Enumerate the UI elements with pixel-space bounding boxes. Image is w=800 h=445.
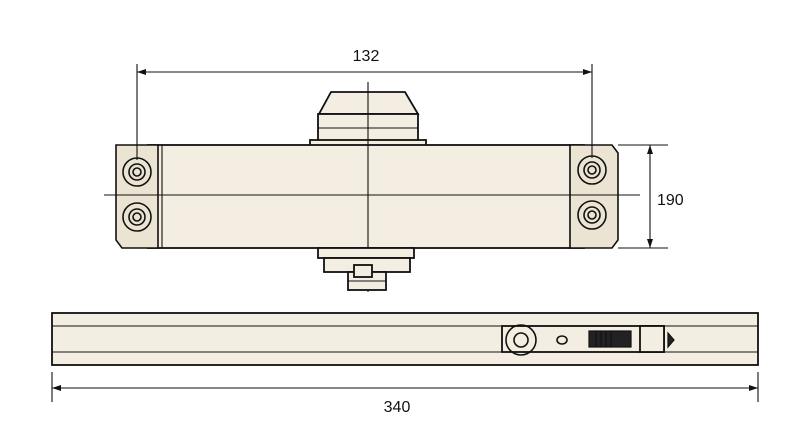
dimension-label-340: 340 <box>384 399 411 416</box>
side-view-arm: 340 <box>51 312 759 416</box>
top-view: 132 190 <box>104 48 684 292</box>
arm-pivot-outer <box>505 324 537 356</box>
arm-bar <box>51 312 759 366</box>
pinion-housing-bottom <box>317 247 415 291</box>
left-mounting-plate <box>115 144 159 249</box>
dimension-label-190: 190 <box>657 192 684 209</box>
arm-pivot-inner <box>513 332 529 348</box>
closer-body <box>147 144 585 249</box>
arm-adjuster-block <box>588 330 632 348</box>
dimension-top-width: 132 <box>136 48 593 160</box>
dimension-height: 190 <box>618 144 684 249</box>
dimension-total-length: 340 <box>51 372 759 416</box>
arm-screw-hole <box>556 335 568 345</box>
dimension-label-132: 132 <box>353 48 380 65</box>
right-mounting-plate <box>569 144 619 249</box>
